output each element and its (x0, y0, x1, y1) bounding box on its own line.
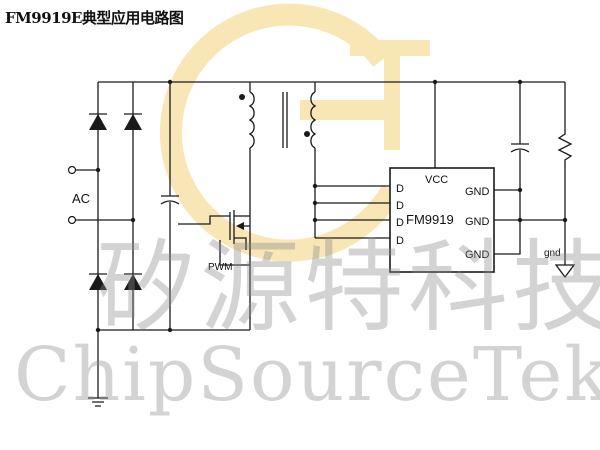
drain-pin-label-2: D (396, 200, 404, 212)
output-capacitor (510, 79, 530, 190)
drain-pin-label-3: D (396, 217, 404, 229)
gnd-net (494, 189, 565, 255)
load-resistor (557, 82, 573, 265)
vcc-pin-label: VCC (425, 174, 448, 186)
drain-pin-label-1: D (396, 183, 404, 195)
ground-symbol-input (88, 327, 108, 407)
watermark-chinese: 矽源特科技 (96, 229, 600, 346)
gnd-pin-label-3: GND (465, 249, 490, 261)
diode-lower-right (124, 274, 142, 290)
diode-upper-right (124, 114, 142, 130)
chip-name: FM9919 (406, 212, 454, 227)
pwm-mosfet (178, 210, 250, 266)
ground-symbol-output (554, 264, 576, 279)
gnd-net-label: gnd (544, 248, 561, 259)
bulk-capacitor (160, 79, 180, 333)
ac-input (67, 165, 136, 225)
fm9919-chip (389, 167, 495, 273)
logo-watermark (160, 3, 430, 262)
transformer (239, 82, 317, 330)
gnd-pin-label-2: GND (465, 216, 490, 228)
drain-pin-label-4: D (396, 235, 404, 247)
secondary-dot (304, 131, 310, 137)
ac-label: AC (72, 191, 90, 206)
primary-dot (239, 94, 245, 100)
pwm-label: PWM (208, 262, 232, 273)
gnd-pin-label-1: GND (465, 186, 490, 198)
diode-upper-left (89, 114, 107, 130)
watermark-english: ChipSourceTek (14, 332, 600, 418)
diagram-title: FM9919E典型应用电路图 (5, 9, 184, 27)
diode-lower-left (89, 274, 107, 290)
